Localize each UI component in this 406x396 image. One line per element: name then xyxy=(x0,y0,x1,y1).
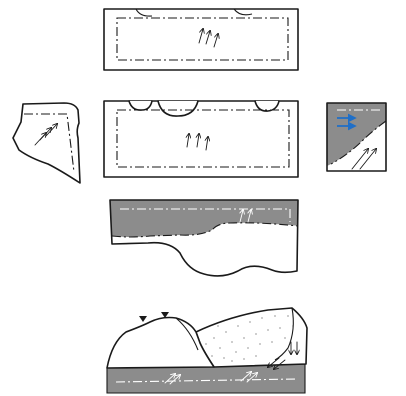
gray-slab-panel xyxy=(100,195,310,285)
top-slab-panel xyxy=(104,9,298,70)
middle-slab-panel xyxy=(104,101,298,177)
block-diagram-panel xyxy=(107,308,307,393)
right-fragment-panel xyxy=(327,103,386,171)
left-fragment-panel xyxy=(13,103,80,183)
